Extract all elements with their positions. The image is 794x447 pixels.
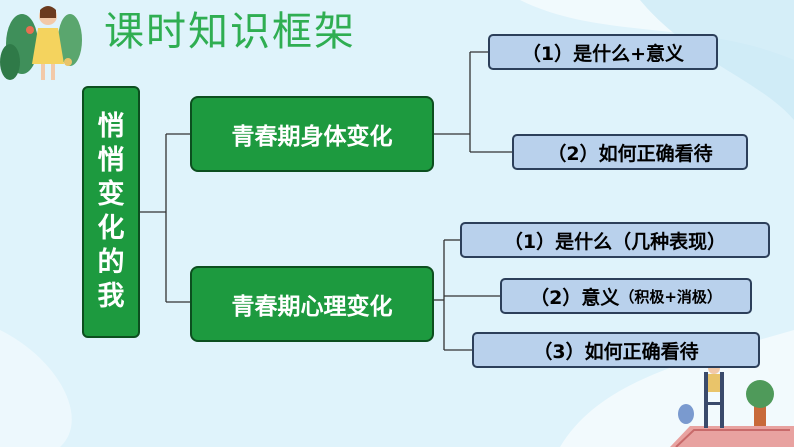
leaf-node: （1）是什么+意义 — [488, 34, 718, 70]
leaf-node: （2）如何正确看待 — [512, 134, 748, 170]
boy-on-ladder-illustration — [670, 362, 794, 447]
branch-node-mental-change: 青春期心理变化 — [190, 266, 434, 342]
branch-node-label: 青春期身体变化 — [231, 124, 393, 150]
girl-with-plants-illustration — [0, 6, 82, 80]
leaf-node-label: （1）是什么+意义 — [521, 42, 685, 65]
leaf-node: （3）如何正确看待 — [472, 332, 760, 368]
leaf-node-label: （2）意义 — [530, 286, 620, 309]
root-node: 悄悄变化的我 — [82, 86, 140, 338]
leaf-node-label: （1）是什么（几种表现） — [503, 230, 727, 253]
leaf-node-label: （2）如何正确看待 — [547, 142, 713, 165]
branch-node-body-change: 青春期身体变化 — [190, 96, 434, 172]
branch-node-label: 青春期心理变化 — [231, 294, 393, 320]
leaf-node: （2）意义 （积极+消极） — [500, 278, 752, 314]
root-node-label: 悄悄变化的我 — [97, 111, 125, 312]
leaf-node-label: （3）如何正确看待 — [533, 340, 699, 363]
leaf-node-sublabel: （积极+消极） — [619, 287, 722, 306]
page-title: 课时知识框架 — [104, 9, 356, 55]
leaf-node: （1）是什么（几种表现） — [460, 222, 770, 258]
